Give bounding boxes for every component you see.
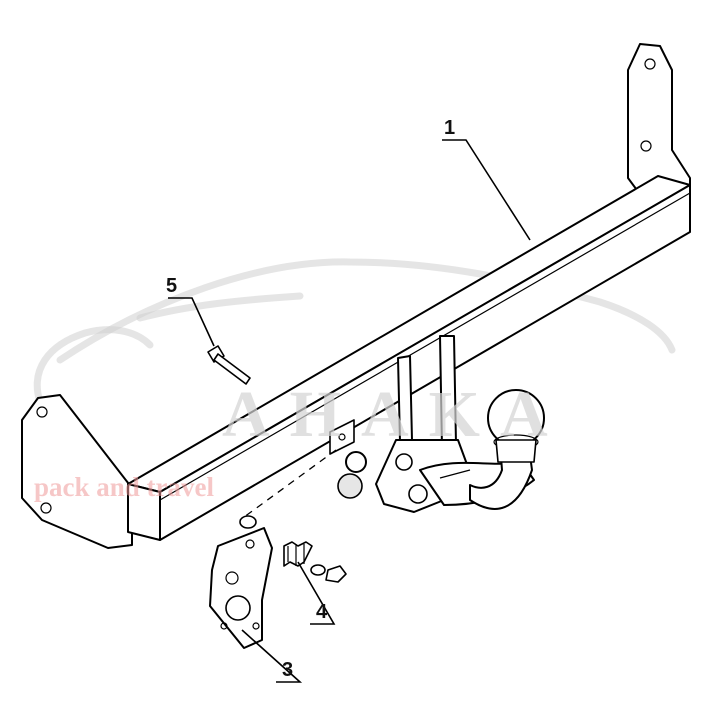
callout-3: 3 xyxy=(282,659,293,681)
assembly-line xyxy=(239,449,337,521)
callout-4: 4 xyxy=(316,601,328,623)
corner-watermark: allegro.pl xyxy=(8,704,49,715)
mounting-plate-part-3 xyxy=(209,527,273,649)
crossbar xyxy=(21,43,691,549)
callout-5: 5 xyxy=(166,275,177,297)
hitch-ball-neck xyxy=(375,335,545,513)
callout-leaders xyxy=(168,139,531,683)
watermark-tagline: pack and travel xyxy=(34,472,215,502)
watermark-brand: AHAKA xyxy=(222,378,568,451)
callout-1: 1 xyxy=(444,117,455,139)
spring-set-part-4 xyxy=(239,515,347,583)
hex-nut-pair xyxy=(337,451,367,499)
bolt-part-5 xyxy=(207,345,251,385)
